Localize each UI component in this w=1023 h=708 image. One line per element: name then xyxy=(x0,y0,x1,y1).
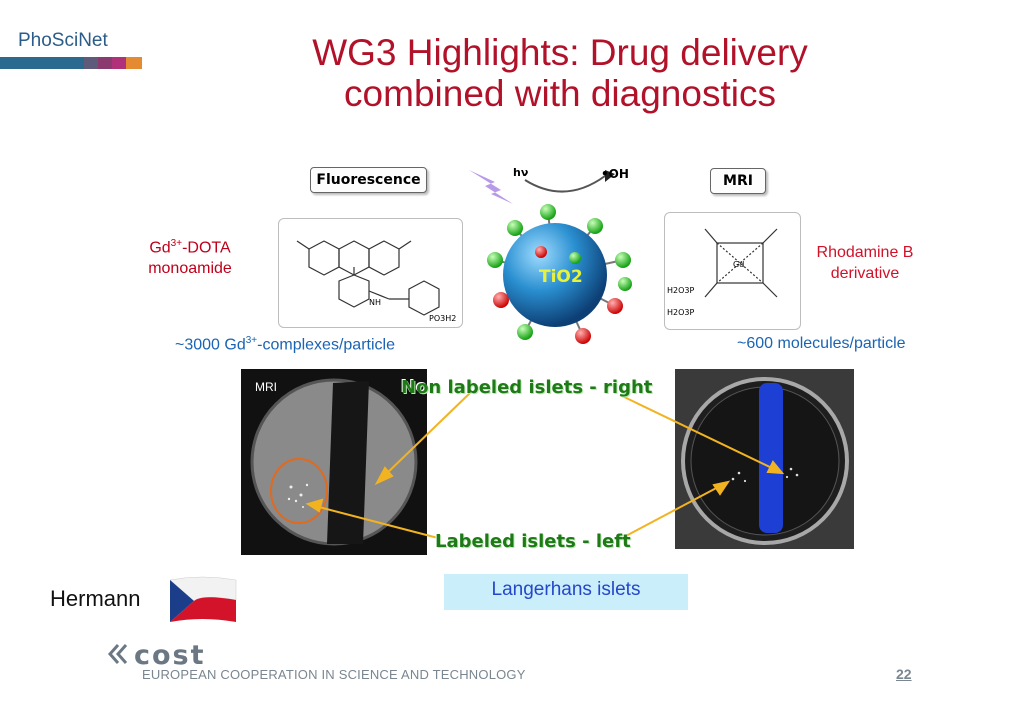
tio2-nanoparticle-illustration: hν •OH TiO2 xyxy=(469,166,632,344)
author-name: Hermann xyxy=(50,586,141,611)
petri-dish-drawing xyxy=(681,377,849,545)
mri-image-label: MRI xyxy=(255,380,277,394)
brand-bar-segment xyxy=(84,57,98,69)
petri-dish-photo xyxy=(675,369,854,549)
rhodamine-structure-box: NH PO3H2 xyxy=(278,218,463,328)
rhodamine-line-2: derivative xyxy=(830,265,900,282)
gd-prefix: Gd xyxy=(149,239,171,257)
rhodamine-count-label: ~600 molecules/particle xyxy=(737,335,906,352)
rhodamine-line-1: Rhodamine B xyxy=(816,244,914,261)
hv-text: hν xyxy=(513,166,528,179)
gd-dota-label: Gd3+-DOTA monoamide xyxy=(130,233,250,279)
page-number: 22 xyxy=(896,666,912,682)
brand-bar-segment xyxy=(126,57,142,69)
langerhans-islets-box: Langerhans islets xyxy=(444,574,688,610)
gd-text: Gd xyxy=(733,260,744,269)
brand-name: PhoSciNet xyxy=(18,30,108,51)
gd-count-label: ~3000 Gd3+-complexes/particle xyxy=(175,335,395,354)
po3h2-text: PO3H2 xyxy=(429,314,456,323)
cost-logo-text: cost xyxy=(134,642,206,670)
labeled-islets-circle xyxy=(270,458,328,524)
nh-text: NH xyxy=(369,298,381,307)
slide-title: WG3 Highlights: Drug delivery combined w… xyxy=(200,32,920,114)
gd-dota-line-1: Gd3+-DOTA xyxy=(130,233,250,258)
brand-bar-segment xyxy=(112,57,126,69)
labeled-islets-label: Labeled islets - left xyxy=(435,531,631,552)
cost-subtitle: EUROPEAN COOPERATION IN SCIENCE AND TECH… xyxy=(142,667,526,682)
light-bolt-icon xyxy=(469,170,513,204)
gd-dota-structure-box: Gd H2O3P H2O3P xyxy=(664,212,801,330)
gd-dota-structure-drawing: Gd H2O3P H2O3P xyxy=(667,228,778,317)
brand-bar-segment xyxy=(0,57,84,69)
gd-count-prefix: ~3000 Gd xyxy=(175,336,246,354)
h2o3p-text-2: H2O3P xyxy=(667,308,694,317)
arrow-head-icon xyxy=(605,170,615,182)
brand-bar-segment xyxy=(98,57,112,69)
fluorescence-tag: Fluorescence xyxy=(310,167,427,193)
tio2-sphere xyxy=(503,223,607,327)
mri-image: MRI xyxy=(241,369,427,555)
mri-scan-drawing: MRI xyxy=(250,378,418,546)
gd-count-suffix: -complexes/particle xyxy=(257,336,395,354)
czech-flag-icon xyxy=(169,576,237,622)
gd-suffix: -DOTA xyxy=(182,239,231,257)
rhodamine-label: Rhodamine B derivative xyxy=(800,242,930,284)
gd-dota-line-2: monoamide xyxy=(148,260,232,278)
tio2-text: TiO2 xyxy=(539,267,583,287)
title-line-1: WG3 Highlights: Drug delivery xyxy=(312,32,808,73)
gd-superscript: 3+ xyxy=(170,238,183,249)
cost-logo-icon: cost xyxy=(108,642,206,670)
gd-count-superscript: 3+ xyxy=(245,335,258,346)
mri-tag: MRI xyxy=(710,168,766,194)
non-labeled-islets-label: Non labeled islets - right xyxy=(401,377,653,398)
title-line-2: combined with diagnostics xyxy=(344,73,776,114)
oh-text: •OH xyxy=(601,167,629,181)
h2o3p-text-1: H2O3P xyxy=(667,286,694,295)
reaction-arrow-icon xyxy=(524,175,606,193)
rhodamine-structure-drawing: NH PO3H2 xyxy=(296,240,456,323)
